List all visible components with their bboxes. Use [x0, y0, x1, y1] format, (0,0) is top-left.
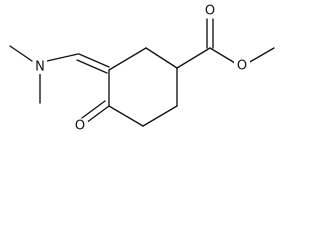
nitrogen-label: N	[35, 60, 45, 75]
chemical-structure: N O O O	[9, 4, 275, 134]
ketone-bond-b	[81, 100, 106, 119]
ester-bond-ring-c	[176, 47, 211, 69]
ring-bond-1	[108, 47, 147, 71]
double-bond-exocyclic-b	[76, 59, 108, 74]
bond-n-vinyl	[46, 53, 79, 62]
carbonyl-oxygen-label: O	[205, 4, 215, 19]
ester-bond-o-methyl	[247, 47, 275, 64]
ketone-oxygen-label: O	[75, 119, 85, 134]
ring-bond-4	[142, 105, 178, 127]
ester-oxygen-label: O	[237, 59, 247, 74]
ketone-oxygen-label-mask	[72, 119, 88, 133]
ketone-bond-a	[85, 105, 110, 124]
double-bond-exocyclic-a	[78, 53, 110, 68]
ester-bond-c-o	[209, 47, 236, 64]
ring-bond-2	[145, 47, 178, 69]
ring-bond-5	[108, 105, 144, 127]
ester-oxygen-label-mask	[234, 59, 250, 73]
carbonyl-oxygen-label-mask	[202, 4, 218, 18]
bond-methyl1-n	[9, 45, 33, 62]
nitrogen-label-mask	[33, 60, 47, 74]
